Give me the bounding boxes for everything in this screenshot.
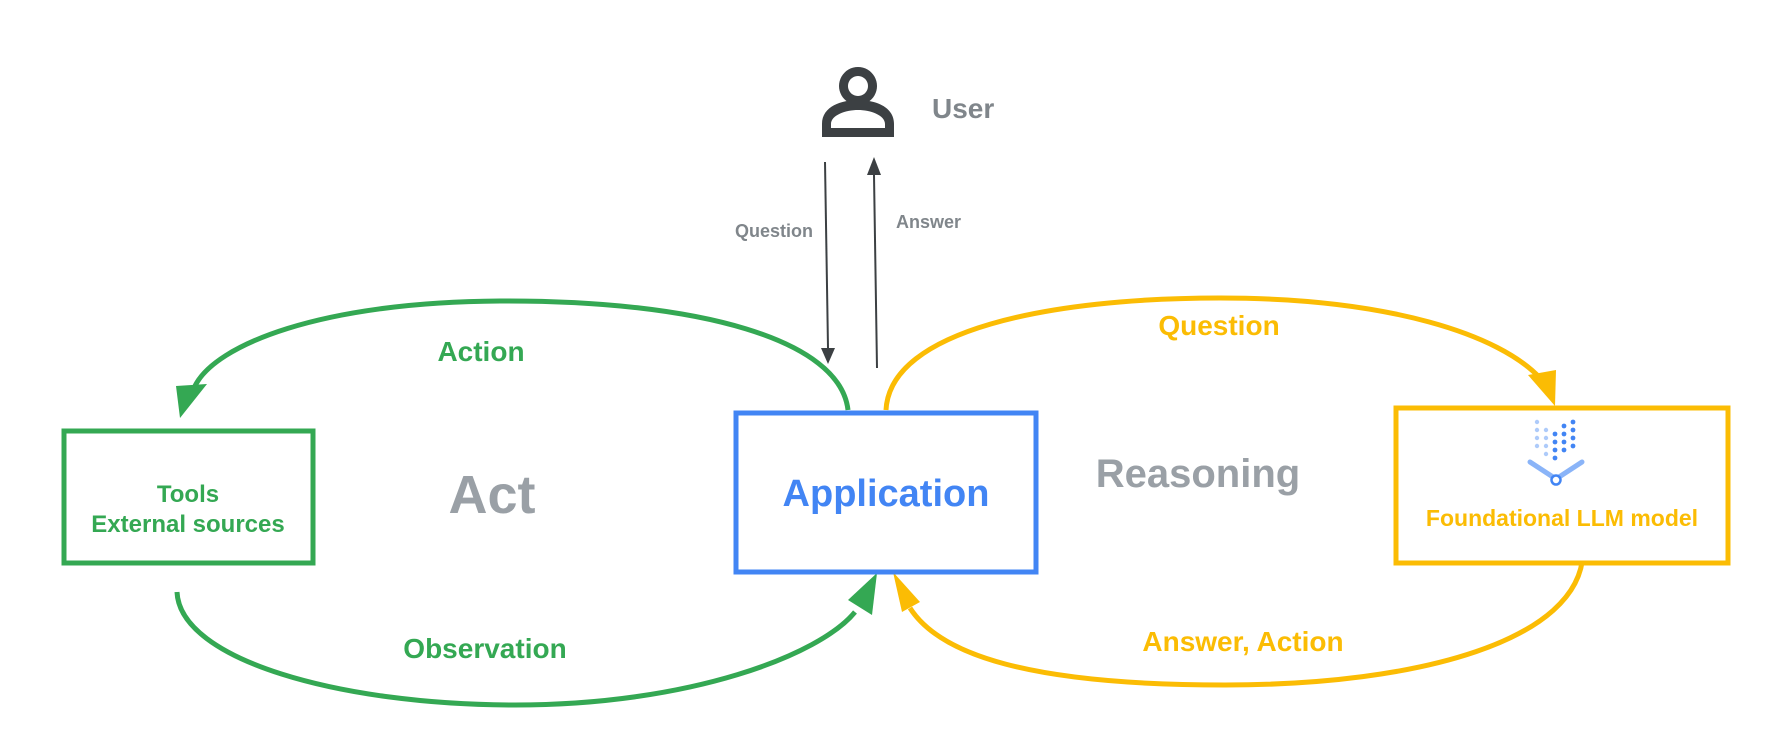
answer-action-arrow (893, 552, 1586, 688)
application-box (733, 410, 1039, 575)
answer-action-label: Answer, Action (1142, 626, 1343, 657)
llm-label: Foundational LLM model (1426, 505, 1698, 531)
vertex-ai-icon (1527, 419, 1585, 486)
tools-label: Tools (157, 481, 219, 508)
application-label: Application (783, 473, 990, 515)
reasoning-question-arrow (883, 295, 1556, 411)
user-question-arrow (821, 161, 835, 364)
act-title: Act (448, 465, 535, 525)
action-arrow (176, 298, 851, 418)
tools-box (61, 428, 316, 566)
reasoning-question-label: Question (1158, 310, 1279, 341)
user-label: User (932, 93, 994, 124)
observation-arrow (174, 573, 877, 708)
external-sources-label: External sources (91, 511, 284, 538)
user-question-label: Question (735, 221, 813, 241)
person-icon (822, 67, 894, 137)
observation-label: Observation (403, 633, 566, 664)
action-label: Action (437, 336, 524, 367)
user-answer-arrow (867, 157, 881, 369)
user-answer-label: Answer (896, 212, 961, 232)
reasoning-title: Reasoning (1096, 452, 1300, 496)
llm-box (1393, 405, 1731, 566)
